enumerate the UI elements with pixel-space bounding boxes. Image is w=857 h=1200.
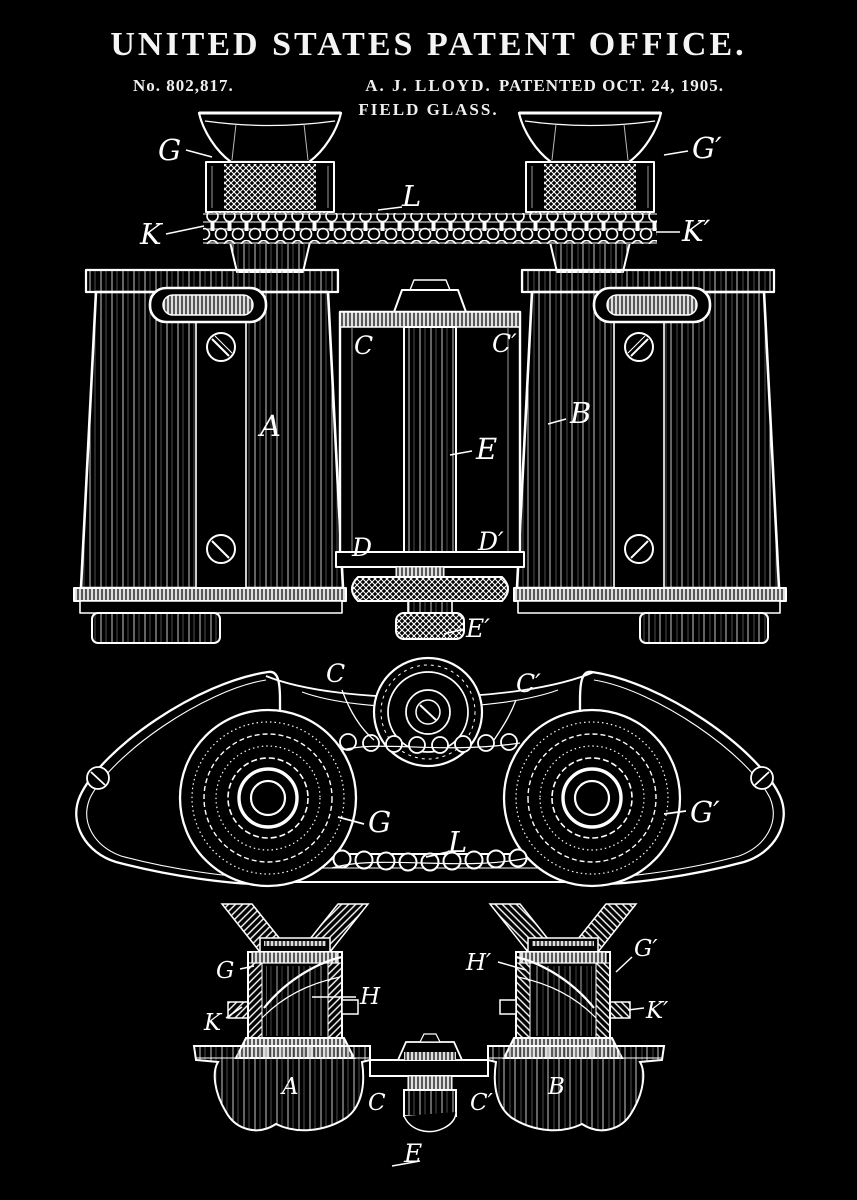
focus-wheel — [351, 576, 509, 602]
part-label-D-prime: D′ — [477, 527, 504, 556]
part-label-C2-prime: C′ — [516, 669, 541, 698]
fig1-leader-lines — [165, 149, 689, 635]
figure-front-elevation: G G′ L K K′ C C′ A B E D D′ E′ — [73, 111, 788, 645]
eyepiece-section — [192, 903, 371, 1132]
part-label-B: B — [569, 396, 591, 430]
part-label-C3-prime: C′ — [470, 1090, 494, 1116]
part-label-E3: E — [403, 1139, 422, 1168]
chain-links-upper — [337, 733, 521, 754]
part-label-K3-prime: K′ — [645, 998, 669, 1024]
central-hinge-plate — [335, 279, 525, 640]
left-half-assembly — [73, 111, 347, 644]
bottom-cap-band — [73, 587, 347, 602]
barrel-fragment — [192, 1045, 371, 1132]
part-label-K-prime: K′ — [681, 214, 711, 248]
eyepiece-neck — [229, 241, 311, 273]
fig2-leader-lines — [337, 689, 687, 858]
barrel — [73, 268, 347, 644]
part-label-G3: G — [216, 958, 234, 984]
inventor-name: A. J. LLOYD. — [365, 76, 492, 95]
part-label-L2: L — [447, 825, 467, 859]
part-label-A: A — [257, 409, 281, 443]
part-label-H: H — [359, 984, 381, 1010]
knurled-collar — [205, 161, 335, 213]
chain-links-lower — [331, 848, 529, 872]
focus-knob — [395, 612, 465, 640]
part-label-G3-prime: G′ — [634, 936, 658, 962]
part-label-B3: B — [547, 1074, 565, 1100]
hinge-post — [403, 1089, 457, 1117]
part-label-G2-prime: G′ — [690, 795, 720, 829]
part-label-K3: K — [203, 1010, 223, 1036]
fig3-leader-lines — [225, 956, 645, 1167]
part-label-E-prime: E′ — [465, 614, 490, 643]
figure-plan-view: C C′ G L G′ — [75, 656, 785, 888]
focusing-chain — [203, 213, 657, 244]
part-label-H-prime: H′ — [465, 950, 492, 976]
part-label-G-prime: G′ — [692, 131, 722, 165]
hinge-column — [403, 326, 457, 555]
part-label-C3: C — [368, 1090, 386, 1116]
eyepiece-cup — [197, 111, 343, 164]
part-label-G: G — [158, 133, 181, 167]
part-label-E: E — [475, 432, 497, 466]
screw — [206, 332, 236, 362]
figure-sectional-view: G H K H′ G′ K′ A B C C′ E — [192, 902, 669, 1168]
part-label-L: L — [401, 179, 421, 213]
part-label-K: K — [139, 217, 164, 251]
part-label-D: D — [351, 533, 372, 562]
patent-date: PATENTED OCT. 24, 1905. — [498, 76, 724, 95]
part-label-G2: G — [368, 805, 391, 839]
patent-office-title: UNITED STATES PATENT OFFICE. — [110, 26, 747, 63]
part-label-C: C — [354, 331, 373, 360]
part-label-C-prime: C′ — [492, 329, 517, 358]
hinge-crossbar — [369, 1033, 489, 1133]
invention-title: FIELD GLASS. — [358, 100, 499, 119]
screw — [86, 766, 110, 790]
objective-ring — [91, 612, 221, 644]
eyepiece-wheel — [178, 708, 358, 888]
part-label-C2: C — [326, 659, 345, 688]
patent-number: No. 802,817. — [133, 76, 234, 95]
screw — [206, 534, 236, 564]
part-label-A3: A — [280, 1074, 299, 1100]
